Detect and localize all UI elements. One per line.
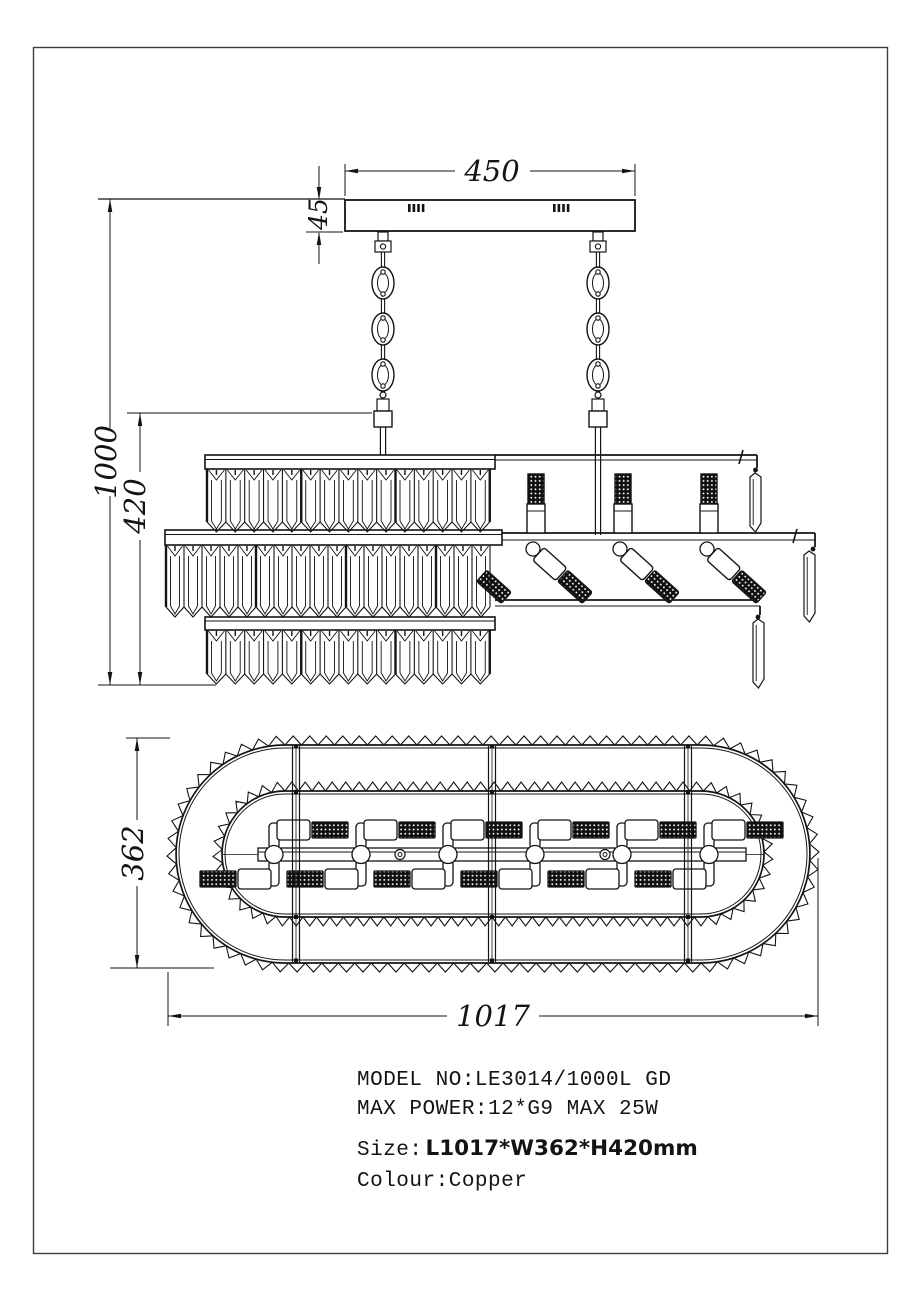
spec-model-line: MODEL NO:LE3014/1000L GD (357, 1069, 671, 1092)
crystal-tiers (164, 469, 491, 685)
dim-canopy-height-label: 45 (304, 198, 333, 231)
angled-bulb (612, 541, 680, 604)
body-frame (495, 449, 816, 689)
dimension-canopy-width (344, 164, 636, 196)
suspension-chain-right (586, 231, 610, 535)
plan-view (110, 735, 820, 1026)
suspension-chain-left (371, 231, 395, 468)
angled-bulb (476, 570, 512, 604)
upright-bulbs (526, 473, 719, 534)
plan-bulbs (199, 819, 784, 890)
angled-bulb (525, 541, 593, 604)
dim-overall-drop-label: 1000 (89, 425, 123, 499)
dim-body-height-label: 420 (118, 478, 152, 534)
spec-block: MODEL NO:LE3014/1000L GD MAX POWER:12*G9… (357, 1069, 698, 1193)
crystal-rings (166, 735, 820, 973)
dimension-body-length (167, 858, 819, 1026)
ceiling-canopy (344, 199, 636, 232)
dim-body-length-label: 1017 (456, 999, 530, 1033)
spec-colour-line: Colour:Copper (357, 1170, 527, 1193)
spec-power-line: MAX POWER:12*G9 MAX 25W (357, 1098, 658, 1121)
spec-size-label: Size: (357, 1139, 423, 1162)
center-bar (222, 847, 764, 862)
dimension-overall-drop (98, 199, 216, 686)
spec-size-line: Size:L1017*W362*H420mm (357, 1136, 698, 1162)
spec-size-value: L1017*W362*H420mm (426, 1136, 698, 1161)
page-border (32, 46, 889, 1255)
support-bars (291, 744, 693, 963)
side-elevation-view (98, 164, 816, 689)
dimension-body-height (127, 412, 372, 685)
dimension-body-width (110, 737, 214, 969)
dim-canopy-width-label: 450 (463, 154, 519, 188)
crystal-rails (164, 454, 503, 631)
dimension-canopy-height (306, 166, 343, 264)
dim-body-width-label: 362 (116, 825, 150, 880)
angled-bulb (699, 541, 767, 604)
